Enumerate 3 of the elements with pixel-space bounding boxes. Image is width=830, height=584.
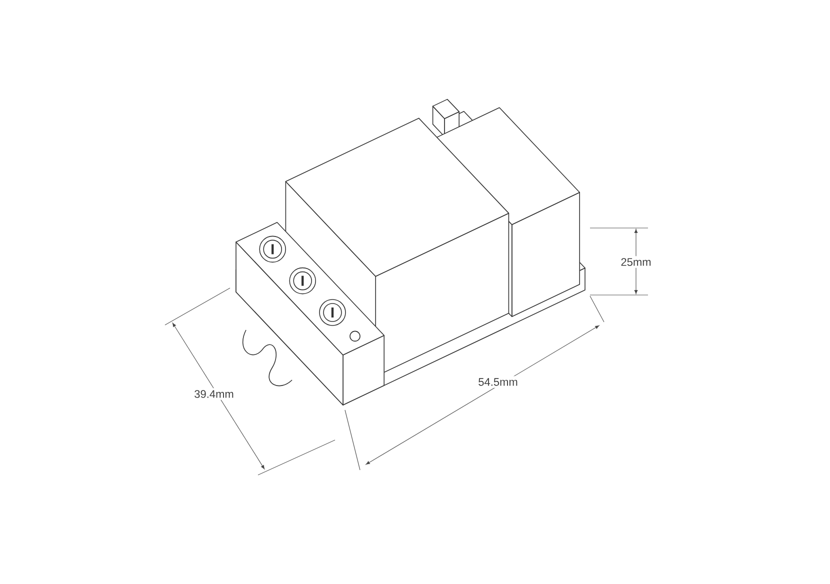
dimension-label: 25mm: [618, 256, 654, 268]
dimension-label: 39.4mm: [192, 388, 236, 400]
dimension-label: 54.5mm: [476, 376, 520, 388]
